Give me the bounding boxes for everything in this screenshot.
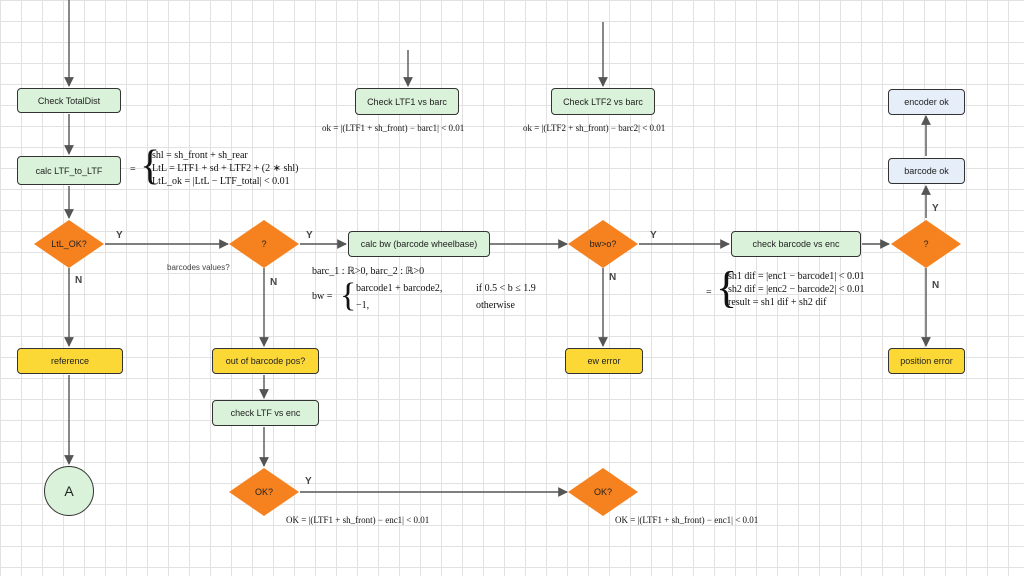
calc-bw-node[interactable]: calc bw (barcode wheelbase) xyxy=(348,231,490,257)
node-label: calc bw (barcode wheelbase) xyxy=(360,239,478,249)
barcodes-values-decision[interactable]: ? xyxy=(228,219,300,269)
edge-label-yes: Y xyxy=(116,230,123,241)
bw-prefix: bw = xyxy=(312,291,333,302)
bw-decision[interactable]: bw>o? xyxy=(567,219,639,269)
position-error-node[interactable]: position error xyxy=(888,348,965,374)
bw-brace: { xyxy=(340,277,357,314)
decision-label: ? xyxy=(923,239,929,249)
enc-line: sh2 dif = |enc2 − barcode2| < 0.01 xyxy=(728,284,865,295)
bw-case1: barcode1 + barcode2, xyxy=(356,283,443,294)
ltl-ok-decision[interactable]: LtL_OK? xyxy=(33,219,105,269)
decision-label: LtL_OK? xyxy=(51,239,87,249)
node-label: A xyxy=(64,483,74,499)
ltf2-formula: ok = |(LTF2 + sh_front) − barc2| < 0.01 xyxy=(523,123,666,133)
barc-domain-formula: barc_1 : ℝ>0, barc_2 : ℝ>0 xyxy=(312,266,425,277)
calc-ltf-line: LtL = LTF1 + sd + LTF2 + (2 ∗ shl) xyxy=(152,163,299,174)
node-label: Check LTF2 vs barc xyxy=(563,96,643,107)
calc-ltf-to-ltf-node[interactable]: calc LTF_to_LTF xyxy=(17,156,121,185)
diamond-shape xyxy=(891,220,961,268)
ok1-decision[interactable]: OK? xyxy=(228,467,300,517)
decision-label: OK? xyxy=(254,487,273,497)
node-label: calc LTF_to_LTF xyxy=(35,165,103,176)
check-ltf-vs-enc-node[interactable]: check LTF vs enc xyxy=(212,400,319,426)
edge-label-no: N xyxy=(75,275,83,286)
bw-condition1: if 0.5 < b ≤ 1.9 xyxy=(476,283,536,294)
edge-label-yes: Y xyxy=(650,230,657,241)
connector-a-node[interactable]: A xyxy=(44,466,94,516)
enc-line: sh1 dif = |enc1 − barcode1| < 0.01 xyxy=(728,271,865,282)
encoder-check-decision[interactable]: ? xyxy=(890,219,962,269)
edge-label-yes: Y xyxy=(306,230,313,241)
barcode-ok-node[interactable]: barcode ok xyxy=(888,158,965,184)
check-barcode-vs-enc-node[interactable]: check barcode vs enc xyxy=(731,231,861,257)
diamond-shape xyxy=(568,468,638,516)
node-label: Check LTF1 vs barc xyxy=(367,96,447,107)
edge-label-no: N xyxy=(609,272,617,283)
node-label: check barcode vs enc xyxy=(752,239,840,249)
calc-ltf-line: shl = sh_front + sh_rear xyxy=(152,150,248,161)
out-of-barcode-pos-node[interactable]: out of barcode pos? xyxy=(212,348,319,374)
node-label: check LTF vs enc xyxy=(230,408,301,418)
node-label: ew error xyxy=(587,356,621,366)
ok1-formula: OK = |(LTF1 + sh_front) − enc1| < 0.01 xyxy=(286,515,430,525)
edge-label-no: N xyxy=(270,277,278,288)
bw-case2: −1, xyxy=(356,300,370,311)
check-ltf2-vs-barc-node[interactable]: Check LTF2 vs barc xyxy=(551,88,655,115)
barcodes-values-note: barcodes values? xyxy=(167,263,230,272)
edge-label-yes: Y xyxy=(305,476,312,487)
enc-line: result = sh1 dif + sh2 dif xyxy=(728,297,827,308)
ew-error-node[interactable]: ew error xyxy=(565,348,643,374)
diamond-shape xyxy=(568,220,638,268)
bw-condition2: otherwise xyxy=(476,300,515,311)
calc-ltf-brace: { xyxy=(140,143,161,189)
edge-label-yes: Y xyxy=(932,203,939,214)
edge-label-no: N xyxy=(932,280,940,291)
ltf1-formula: ok = |(LTF1 + sh_front) − barc1| < 0.01 xyxy=(322,123,465,133)
decision-label: OK? xyxy=(593,487,612,497)
enc-formula-block: sh1 dif = |enc1 − barcode1| < 0.01 sh2 d… xyxy=(728,270,864,309)
calc-ltf-equals: = xyxy=(130,164,136,175)
node-label: out of barcode pos? xyxy=(225,356,306,366)
node-label: barcode ok xyxy=(904,166,949,176)
diamond-shape xyxy=(229,468,299,516)
check-ltf1-vs-barc-node[interactable]: Check LTF1 vs barc xyxy=(355,88,459,115)
calc-ltf-formula-block: shl = sh_front + sh_rear LtL = LTF1 + sd… xyxy=(152,149,299,188)
ok2-formula: OK = |(LTF1 + sh_front) − enc1| < 0.01 xyxy=(615,515,759,525)
node-label: position error xyxy=(900,356,953,366)
diamond-shape xyxy=(229,220,299,268)
node-label: reference xyxy=(50,356,90,366)
decision-label: bw>o? xyxy=(589,239,617,249)
node-label: Check TotalDist xyxy=(37,95,101,106)
encoder-ok-node[interactable]: encoder ok xyxy=(888,89,965,115)
diamond-shape xyxy=(34,220,104,268)
decision-label: ? xyxy=(261,239,267,249)
enc-equals: = xyxy=(706,287,712,298)
check-totaldist-node[interactable]: Check TotalDist xyxy=(17,88,121,113)
enc-brace: { xyxy=(716,263,738,312)
calc-ltf-line: LtL_ok = |LtL − LTF_total| < 0.01 xyxy=(152,176,290,187)
node-label: encoder ok xyxy=(904,97,949,107)
ok2-decision[interactable]: OK? xyxy=(567,467,639,517)
reference-node[interactable]: reference xyxy=(17,348,123,374)
